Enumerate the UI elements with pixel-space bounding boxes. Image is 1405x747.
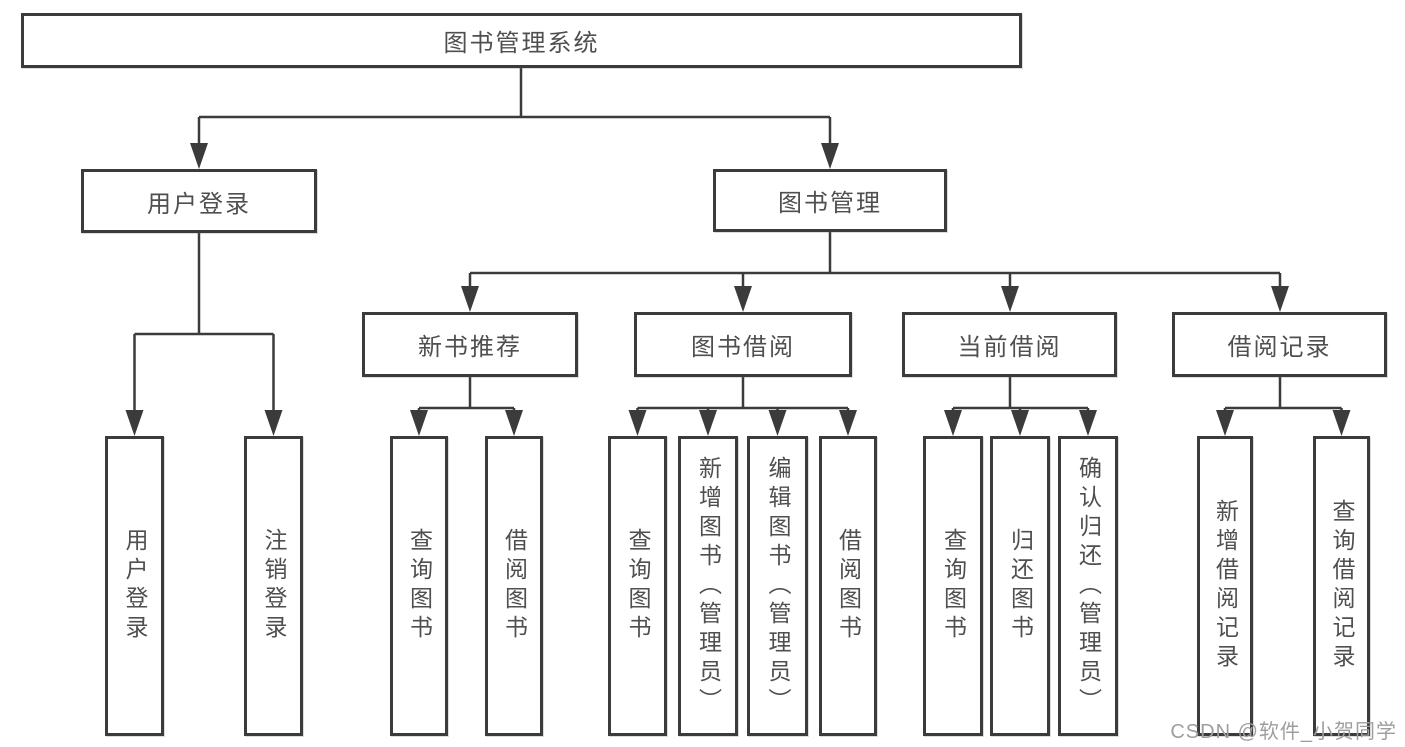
- connector-lines: [133, 68, 1343, 420]
- leaf-return-book: 归还图书: [990, 436, 1050, 736]
- leaf-confirm-return-admin: 确认归还（管理员）: [1058, 436, 1118, 736]
- node-user-login: 用户登录: [81, 169, 317, 233]
- leaf-user-login: 用户登录: [105, 436, 164, 736]
- leaf-query-book-3: 查询图书: [923, 436, 983, 736]
- node-root-system: 图书管理系统: [21, 13, 1022, 68]
- csdn-watermark: CSDN @软件_小贺同学: [1170, 721, 1397, 743]
- leaf-add-borrow-record: 新增借阅记录: [1197, 436, 1253, 736]
- leaf-borrow-book-1: 借阅图书: [485, 436, 543, 736]
- node-book-borrow: 图书借阅: [634, 312, 852, 377]
- leaf-logout: 注销登录: [244, 436, 303, 736]
- leaf-query-book-2: 查询图书: [608, 436, 667, 736]
- node-borrow-records: 借阅记录: [1172, 312, 1387, 377]
- leaf-query-borrow-record: 查询借阅记录: [1313, 436, 1370, 736]
- leaf-add-book-admin: 新增图书（管理员）: [678, 436, 738, 736]
- leaf-borrow-book-2: 借阅图书: [819, 436, 877, 736]
- leaf-edit-book-admin: 编辑图书（管理员）: [747, 436, 808, 736]
- arrowhead-icons: [125, 143, 1351, 436]
- node-new-book-recommend: 新书推荐: [362, 312, 578, 377]
- leaf-query-book-1: 查询图书: [390, 436, 448, 736]
- node-current-borrow: 当前借阅: [902, 312, 1117, 377]
- node-book-management: 图书管理: [713, 169, 947, 232]
